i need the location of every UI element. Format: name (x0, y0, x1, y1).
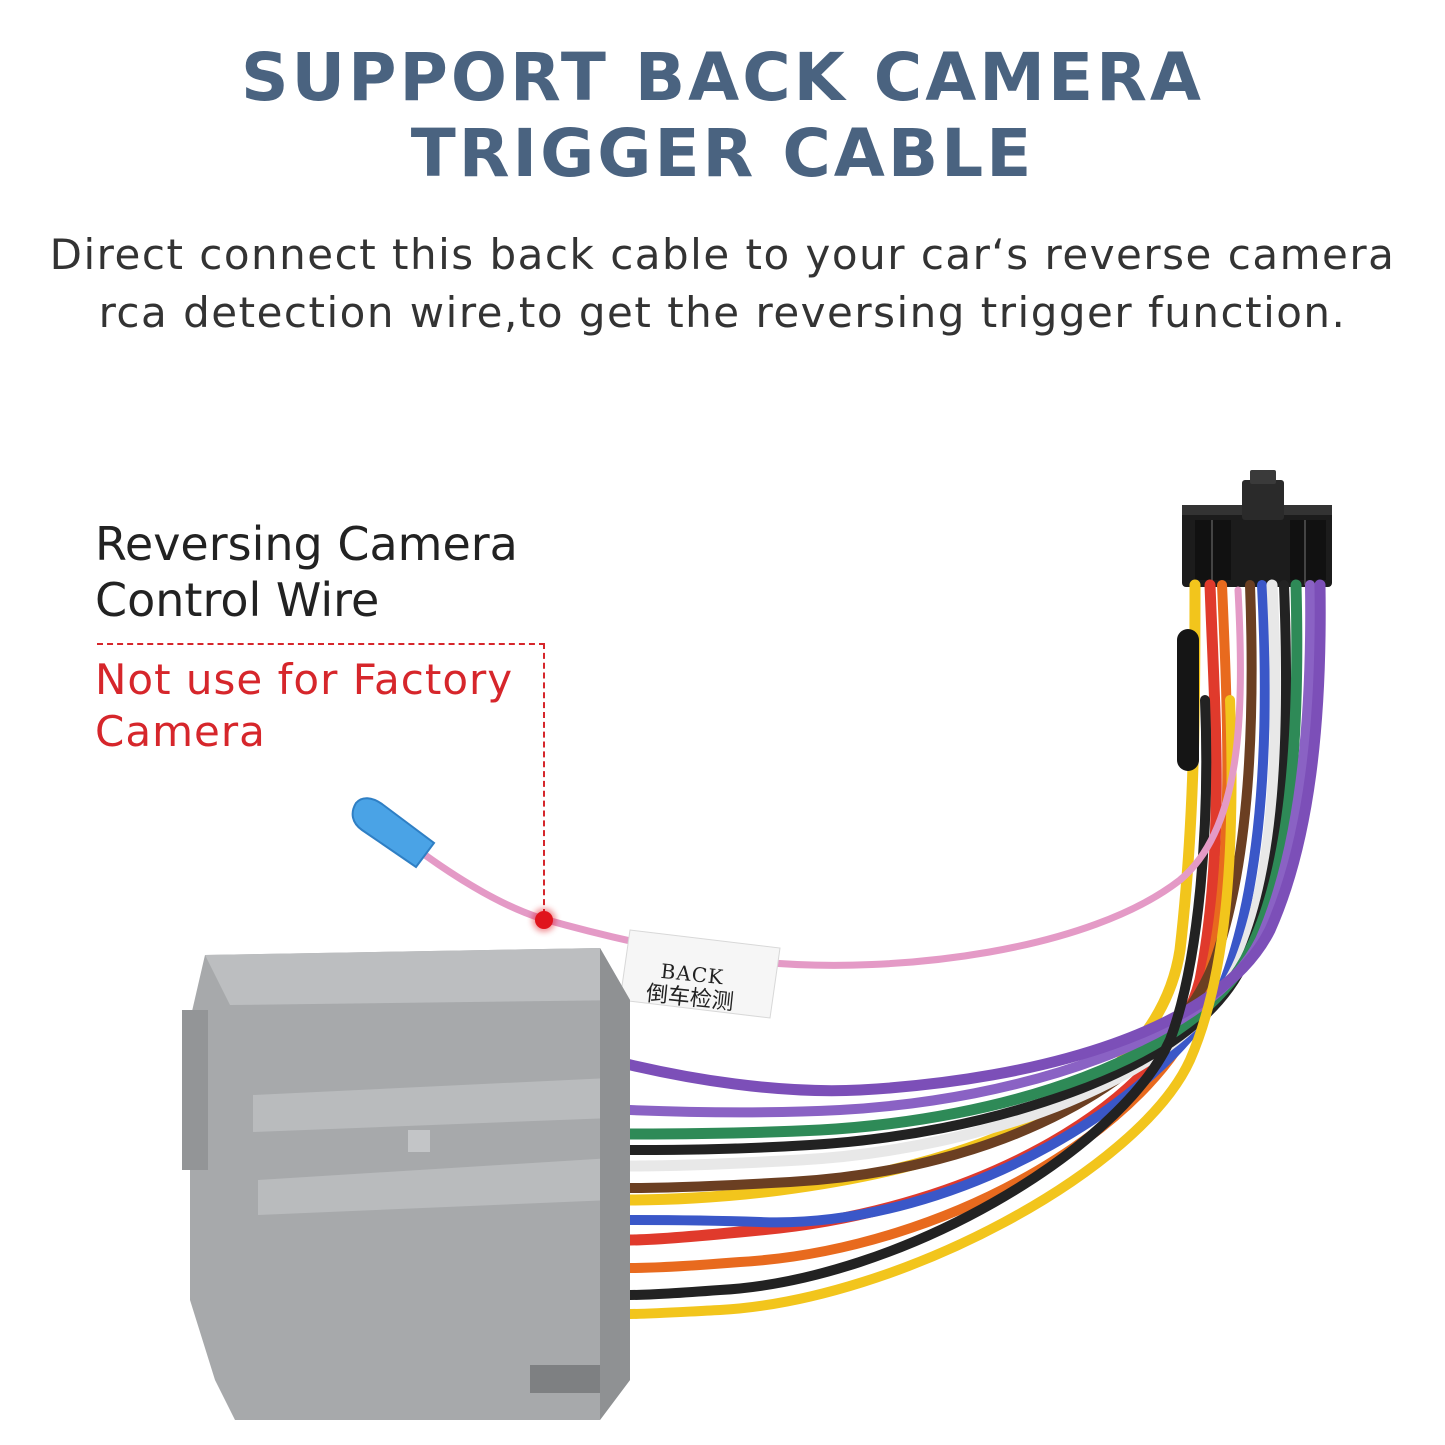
description: Direct connect this back cable to your c… (40, 226, 1405, 342)
grey-connector (182, 948, 630, 1420)
callout-marker-dot (535, 911, 553, 929)
pink-trigger-wire (421, 586, 1244, 969)
control-wire-label: Reversing Camera Control Wire (95, 516, 518, 628)
description-line-1: Direct connect this back cable to your c… (49, 230, 1396, 279)
warning-line-2: Camera (95, 707, 266, 756)
control-wire-label-line-2: Control Wire (95, 573, 380, 627)
warning-line-1: Not use for Factory (95, 655, 514, 704)
control-wire-label-line-1: Reversing Camera (95, 517, 518, 571)
wire-bundle (604, 579, 1326, 1319)
title-line-2: TRIGGER CABLE (410, 115, 1035, 192)
title-line-1: SUPPORT BACK CAMERA (241, 39, 1204, 116)
page-title: SUPPORT BACK CAMERA TRIGGER CABLE (0, 40, 1445, 192)
wire-tag (619, 929, 781, 1019)
callout-dashed-line-vertical (543, 643, 545, 915)
description-line-2: rca detection wire,to get the reversing … (98, 288, 1347, 337)
callout-dashed-line-horizontal (97, 643, 545, 645)
factory-camera-warning: Not use for Factory Camera (95, 654, 513, 758)
insulating-cap (351, 797, 436, 869)
black-connector (1182, 470, 1332, 587)
